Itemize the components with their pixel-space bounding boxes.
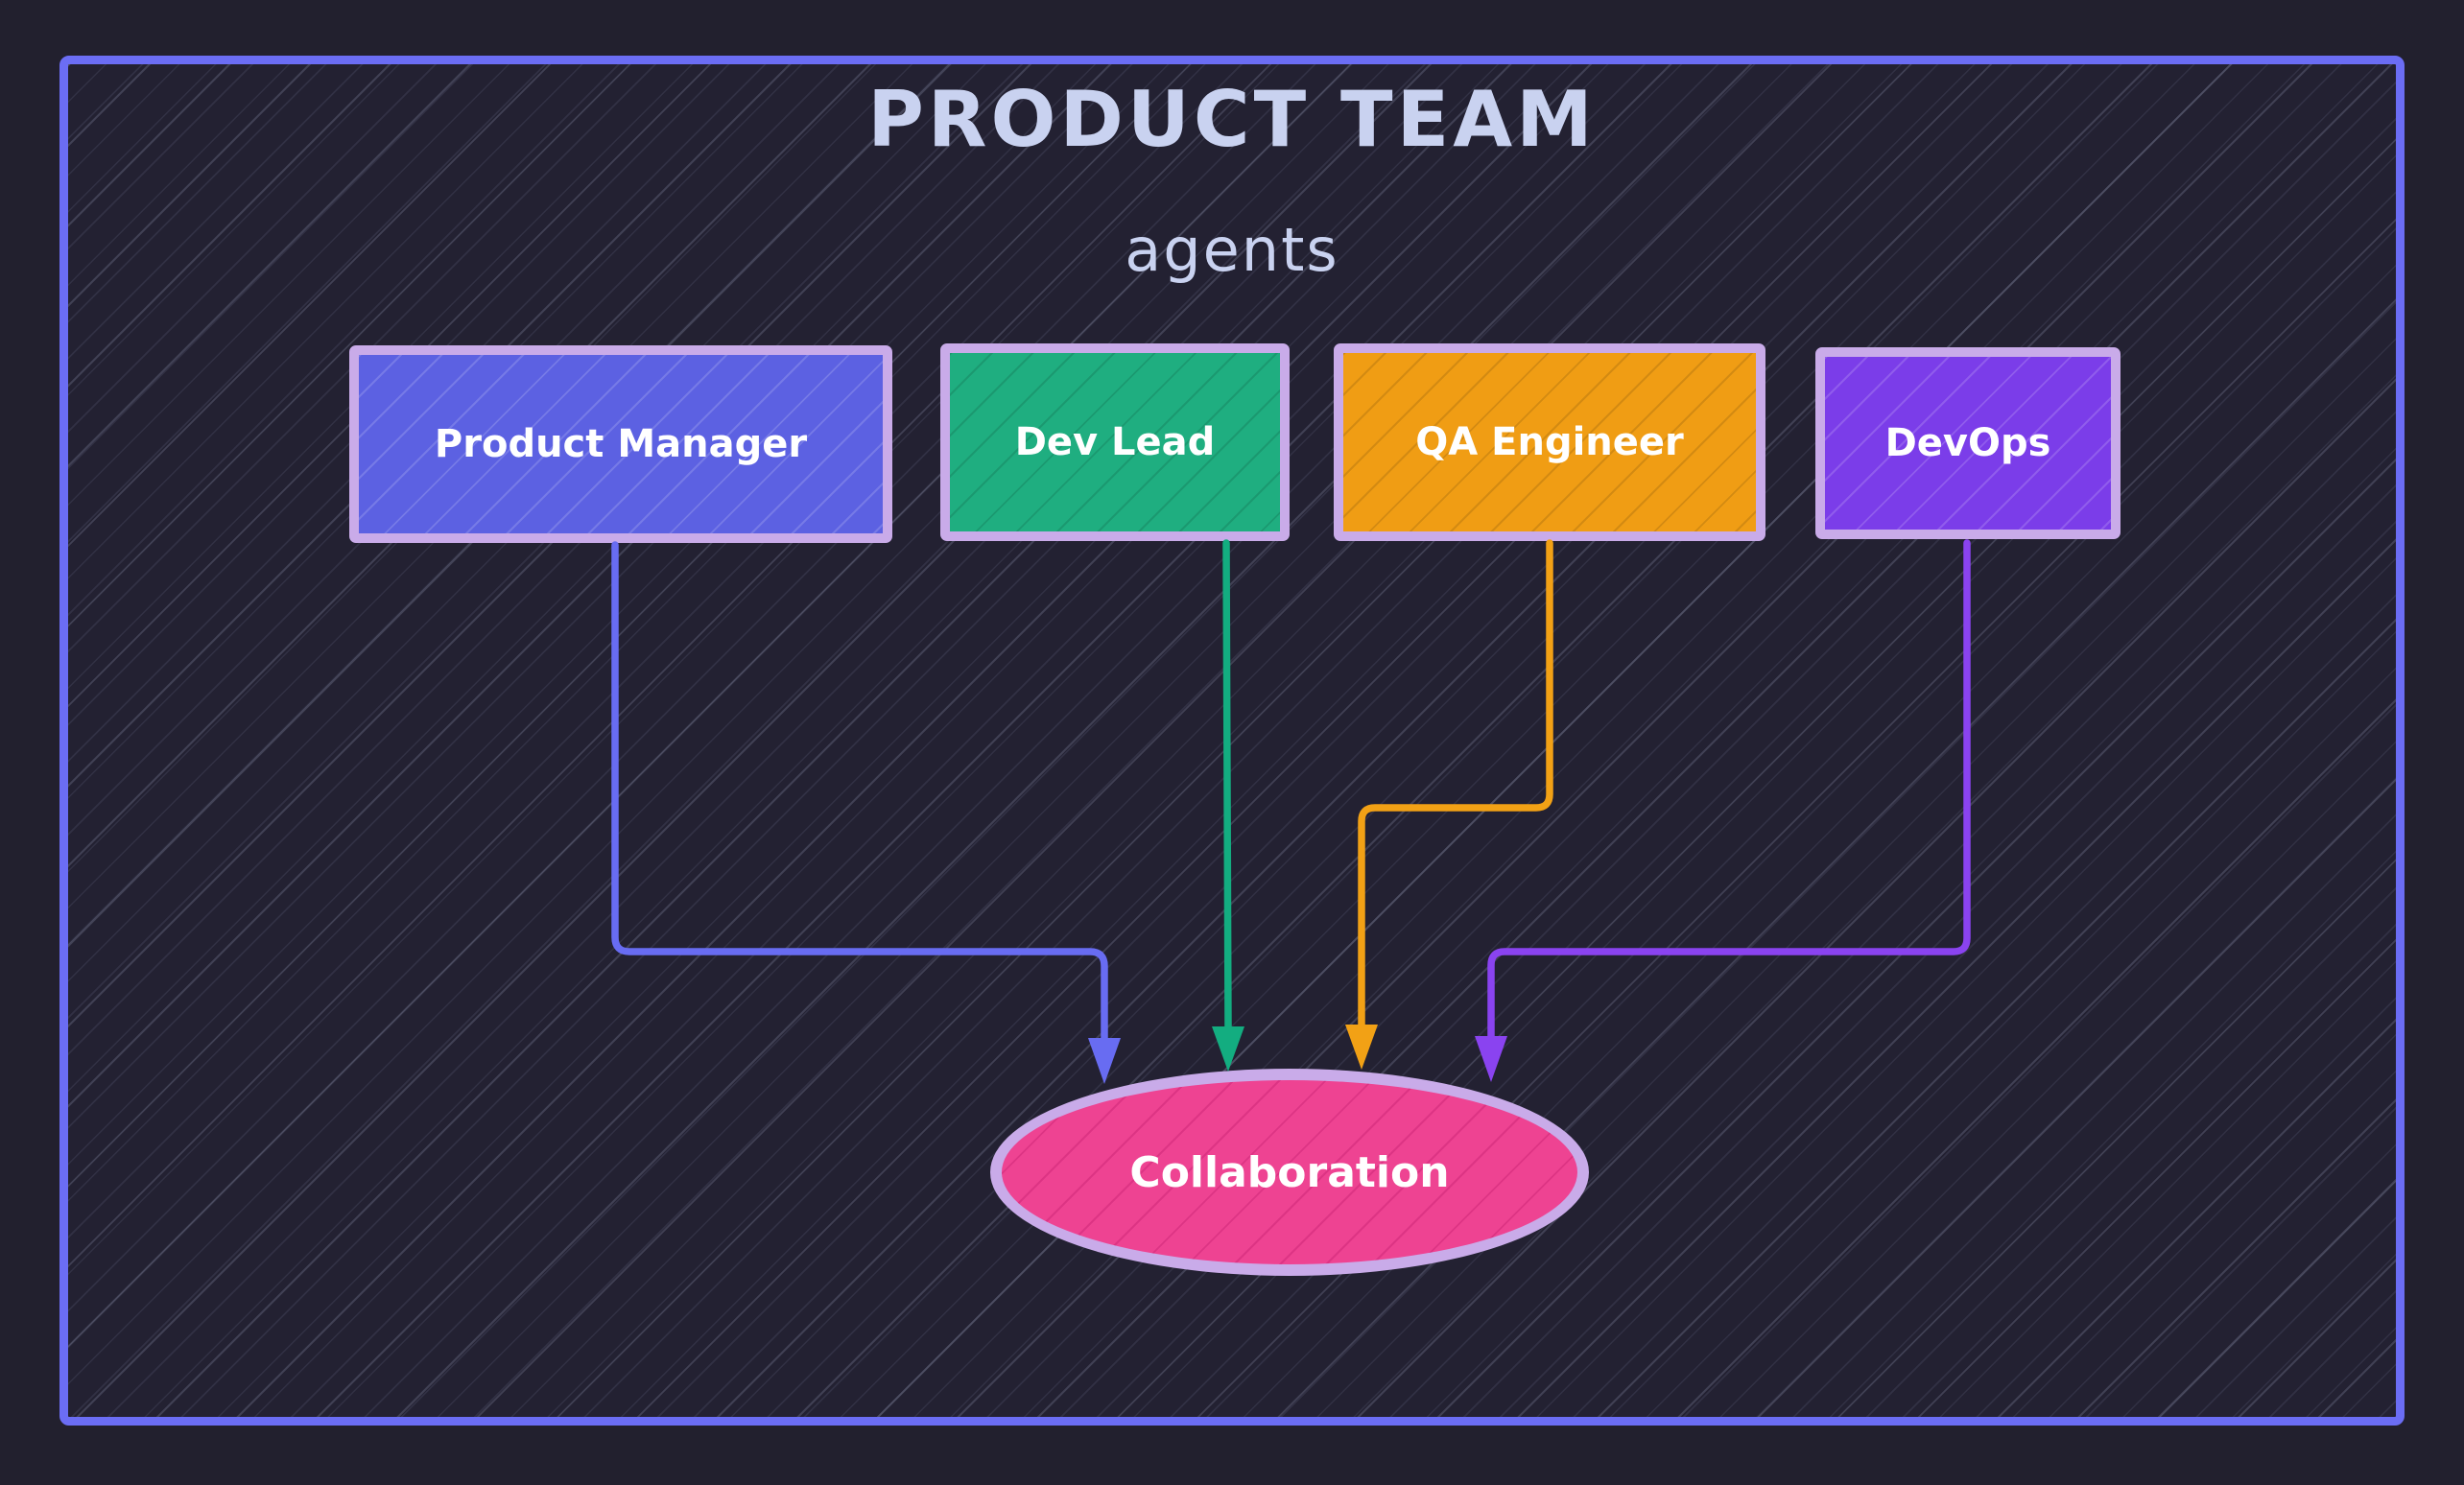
- node-dev-lead: Dev Lead: [940, 343, 1290, 541]
- hub-label: Collaboration: [1129, 1147, 1450, 1197]
- outer-frame: [59, 56, 2405, 1426]
- node-qa-engineer: QA Engineer: [1334, 343, 1765, 541]
- node-label: Dev Lead: [1014, 420, 1216, 464]
- diagram-title: PRODUCT TEAM: [867, 75, 1597, 164]
- node-label: Product Manager: [434, 422, 808, 466]
- diagram-subtitle: agents: [1125, 215, 1339, 285]
- collaboration-ellipse: Collaboration: [990, 1069, 1589, 1276]
- node-devops: DevOps: [1815, 347, 2120, 539]
- node-label: DevOps: [1884, 421, 2051, 465]
- node-product-manager: Product Manager: [349, 345, 892, 543]
- node-label: QA Engineer: [1415, 420, 1684, 464]
